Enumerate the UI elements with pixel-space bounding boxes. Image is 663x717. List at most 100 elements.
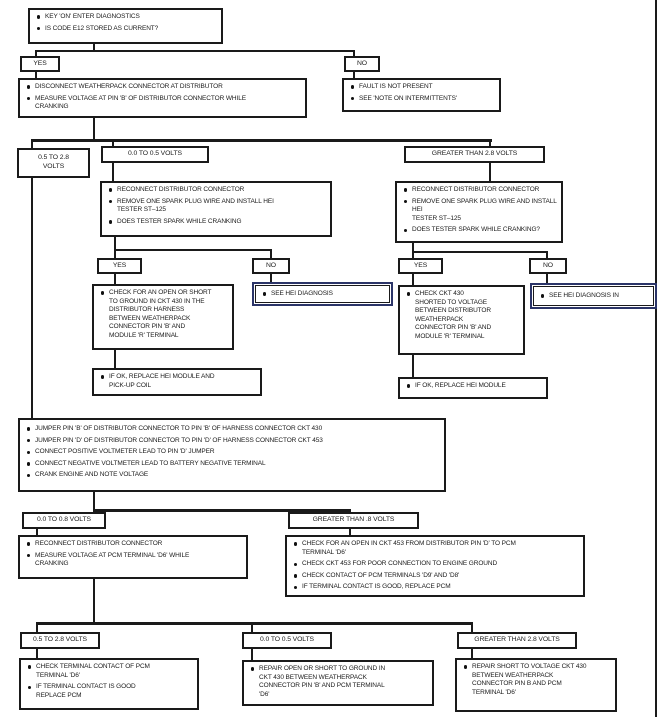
bullet-icon [459,663,472,697]
connector-line [114,274,116,284]
bullet-text: CONNECT NEGATIVE VOLTMETER LEAD TO BATTE… [35,459,266,467]
node-check-short-voltage: CHECK CKT 430 SHORTED TO VOLTAGE BETWEEN… [398,285,525,355]
connector-line [93,492,95,509]
bullet-text: CHECK FOR AN OPEN OR SHORT TO GROUND IN … [109,289,212,339]
bullet-icon [104,218,117,227]
bullet-text: CHECK TERMINAL CONTACT OF PCM TERMINAL '… [36,663,150,679]
bullet-icon [258,290,271,299]
bullet-text: IF OK, REPLACE HEI MODULE AND PICK-UP CO… [109,373,215,389]
bullet-item: CHECK CKT 453 FOR POOR CONNECTION TO ENG… [289,560,580,569]
bullet-item: FAULT IS NOT PRESENT [346,83,496,92]
bullet-item: CRANK ENGINE AND NOTE VOLTAGE [22,471,441,480]
connector-line [412,274,414,285]
connector-line [412,251,548,253]
label-volts-mid-3: 0.5 TO 2.8 VOLTS [20,632,100,649]
bullet-text: RECONNECT DISTRIBUTOR CONNECTOR [412,186,540,193]
node-start: KEY 'ON' ENTER DIAGNOSTICS IS CODE E12 ST… [28,8,223,44]
bullet-item: MEASURE VOLTAGE AT PIN 'B' OF DISTRIBUTO… [22,95,302,112]
bullet-icon [402,382,415,391]
bullet-icon [346,83,359,92]
node-repair-short-voltage: REPAIR SHORT TO VOLTAGE CKT 430 BETWEEN … [455,658,617,712]
connector-line [93,579,95,622]
bullet-item: CHECK CONTACT OF PCM TERMINALS 'D9' AND … [289,572,580,581]
node-replace-module-coil: IF OK, REPLACE HEI MODULE AND PICK-UP CO… [92,368,262,396]
bullet-item: CHECK FOR AN OPEN IN CKT 453 FROM DISTRI… [289,540,580,557]
node-jumper-setup: JUMPER PIN 'B' OF DISTRIBUTOR CONNECTOR … [18,418,446,492]
label-volts-mid-1: 0.5 TO 2.8 VOLTS [17,148,90,178]
bullet-text: DOES TESTER SPARK WHILE CRANKING [117,217,242,225]
bullet-icon [22,448,35,457]
bullet-item: REMOVE ONE SPARK PLUG WIRE AND INSTALL H… [399,198,558,224]
bullet-item: IS CODE E12 STORED AS CURRENT? [32,25,218,34]
node-repair-open-short: REPAIR OPEN OR SHORT TO GROUND IN CKT 43… [242,660,434,706]
bullet-text: IF TERMINAL CONTACT IS GOOD REPLACE PCM [36,683,136,699]
bullet-icon [32,25,45,34]
bullet-item: REPAIR SHORT TO VOLTAGE CKT 430 BETWEEN … [459,663,612,697]
bullet-item: DISCONNECT WEATHERPACK CONNECTOR AT DIST… [22,83,302,92]
bullet-icon [104,186,117,195]
node-disconnect-measure: DISCONNECT WEATHERPACK CONNECTOR AT DIST… [18,78,307,118]
node-measure-pcm: RECONNECT DISTRIBUTOR CONNECTOR MEASURE V… [18,535,248,579]
bullet-text: DISCONNECT WEATHERPACK CONNECTOR AT DIST… [35,83,223,90]
bullet-icon [96,373,109,390]
bullet-text: CHECK CKT 453 FOR POOR CONNECTION TO ENG… [302,560,498,568]
bullet-item: CHECK TERMINAL CONTACT OF PCM TERMINAL '… [23,663,194,680]
connector-line [93,509,351,512]
connector-line [471,649,473,658]
bullet-icon [22,460,35,469]
bullet-text: SEE 'NOTE ON INTERMITTENTS' [359,94,458,102]
connector-line [489,163,491,181]
label-yes-1: YES [20,56,60,72]
connector-line [114,237,116,249]
bullet-item: JUMPER PIN 'B' OF DISTRIBUTOR CONNECTOR … [22,425,441,434]
bullet-item: SEE HEI DIAGNOSIS [258,290,387,299]
connector-line [114,350,116,368]
label-no-3: NO [529,258,567,274]
connector-line [412,243,414,251]
bullet-icon [289,572,302,581]
bullet-item: JUMPER PIN 'D' OF DISTRIBUTOR CONNECTOR … [22,437,441,446]
node-check-pcm-contact: CHECK TERMINAL CONTACT OF PCM TERMINAL '… [19,658,199,710]
bullet-text: REPAIR SHORT TO VOLTAGE CKT 430 BETWEEN … [472,663,587,696]
bullet-item: IF OK, REPLACE HEI MODULE AND PICK-UP CO… [96,373,257,390]
label-yes-3: YES [398,258,443,274]
bullet-text: JUMPER PIN 'D' OF DISTRIBUTOR CONNECTOR … [35,436,323,444]
connector-line [251,649,253,660]
bullet-text: REMOVE ONE SPARK PLUG WIRE AND INSTALL H… [117,197,274,214]
bullet-text: SEE HEI DIAGNOSIS [271,289,333,297]
bullet-item: KEY 'ON' ENTER DIAGNOSTICS [32,13,218,22]
bullet-item: CONNECT NEGATIVE VOLTMETER LEAD TO BATTE… [22,460,441,469]
bullet-icon [22,95,35,112]
bullet-icon [22,552,35,569]
bullet-icon [399,226,412,235]
node-spark-test-right: RECONNECT DISTRIBUTOR CONNECTOR REMOVE ON… [395,181,563,243]
connector-line [349,529,351,535]
bullet-item: CHECK FOR AN OPEN OR SHORT TO GROUND IN … [96,289,229,340]
bullet-text: RECONNECT DISTRIBUTOR CONNECTOR [35,540,163,547]
bullet-text: IF TERMINAL CONTACT IS GOOD, REPLACE PCM [302,583,451,591]
bullet-icon [346,95,359,104]
node-fault-not-present: FAULT IS NOT PRESENT SEE 'NOTE ON INTERMI… [342,78,501,112]
node-check-ckt453: CHECK FOR AN OPEN IN CKT 453 FROM DISTRI… [285,535,585,597]
node-see-hei-diagnosis-in: SEE HEI DIAGNOSIS IN [530,283,657,309]
connector-line [31,139,492,142]
connector-line [471,625,473,632]
bullet-text: MEASURE VOLTAGE AT PCM TERMINAL 'D6' WHI… [35,551,190,568]
bullet-item: REPAIR OPEN OR SHORT TO GROUND IN CKT 43… [246,665,429,699]
bullet-icon [32,13,45,22]
connector-line [36,649,38,658]
bullet-item: DOES TESTER SPARK WHILE CRANKING? [399,226,558,235]
bullet-item: CONNECT POSITIVE VOLTMETER LEAD TO PIN '… [22,448,441,457]
node-replace-module: IF OK, REPLACE HEI MODULE [398,377,548,399]
connector-line [489,142,491,146]
bullet-icon [22,540,35,549]
bullet-item: MEASURE VOLTAGE AT PCM TERMINAL 'D6' WHI… [22,552,243,569]
bullet-text: JUMPER PIN 'B' OF DISTRIBUTOR CONNECTOR … [35,425,323,432]
bullet-item: REMOVE ONE SPARK PLUG WIRE AND INSTALL H… [104,198,327,215]
label-no-1: NO [344,56,380,72]
bullet-text: RECONNECT DISTRIBUTOR CONNECTOR [117,186,245,193]
connector-line [412,355,414,377]
bullet-icon [22,471,35,480]
connector-line [35,50,37,56]
